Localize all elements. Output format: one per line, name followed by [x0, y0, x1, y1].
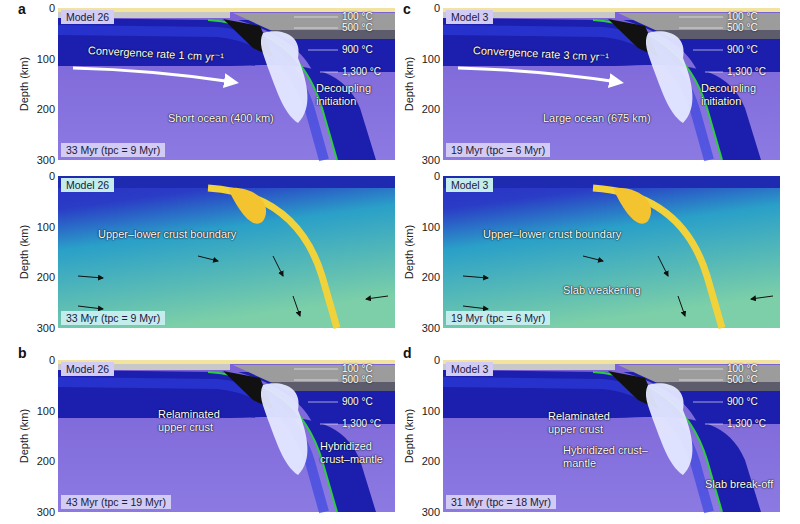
- annotation: Slab weakening: [563, 284, 641, 297]
- model-name: Model 26: [66, 11, 109, 23]
- time-box: 19 Myr (tpc = 6 Myr): [446, 311, 550, 325]
- isotherm-label: 1,300 °C: [727, 66, 766, 77]
- annotation: Short ocean (400 km): [168, 112, 274, 125]
- isotherm-label: 100 °C: [342, 363, 373, 374]
- convergence-arrow: [73, 68, 233, 82]
- panel-a: [58, 8, 395, 160]
- depth-tick: 200: [422, 103, 440, 115]
- depth-tick: 100: [37, 221, 55, 233]
- isotherm-label: 100 °C: [727, 11, 758, 22]
- axis-title: Depth (km): [18, 409, 30, 463]
- depth-tick: 100: [422, 405, 440, 417]
- isotherm-label: 1,300 °C: [727, 418, 766, 429]
- time-text: 19 Myr (tpc = 6 Myr): [451, 144, 545, 156]
- model-name: Model 3: [451, 11, 488, 23]
- annotation: Slab break-off: [705, 478, 773, 491]
- annotation: Hybridized crust–mantle: [563, 444, 653, 469]
- isotherm-label: 500 °C: [342, 22, 373, 33]
- depth-tick: 300: [422, 154, 440, 166]
- axis-title: Depth (km): [403, 225, 415, 279]
- model-box: Model 3: [446, 362, 493, 376]
- panel-a-strain: [58, 176, 395, 328]
- depth-tick: 200: [37, 271, 55, 283]
- annotation: Decoupling initiation: [701, 82, 771, 107]
- isotherm-label: 100 °C: [342, 11, 373, 22]
- time-text: 43 Myr (tpc = 19 Myr): [66, 496, 166, 508]
- isotherm-label: 900 °C: [727, 396, 758, 407]
- model-box: Model 3: [446, 10, 493, 24]
- depth-tick: 200: [37, 103, 55, 115]
- depth-tick: 0: [49, 354, 55, 366]
- time-box: 33 Myr (tpc = 9 Myr): [61, 143, 165, 157]
- panel-b: [58, 360, 395, 512]
- isotherm-label: 900 °C: [342, 44, 373, 55]
- convergence-arrow: [458, 68, 618, 82]
- model-name: Model 26: [66, 179, 109, 191]
- depth-tick: 0: [434, 354, 440, 366]
- depth-tick: 0: [49, 170, 55, 182]
- time-text: 19 Myr (tpc = 6 Myr): [451, 312, 545, 324]
- model-name: Model 26: [66, 363, 109, 375]
- depth-tick: 100: [422, 53, 440, 65]
- panel-letter: a: [18, 1, 26, 17]
- panel-d: [443, 360, 780, 512]
- time-box: 31 Myr (tpc = 18 Myr): [446, 495, 556, 509]
- isotherm-label: 500 °C: [342, 374, 373, 385]
- time-box: 43 Myr (tpc = 19 Myr): [61, 495, 171, 509]
- isotherm-label: 1,300 °C: [342, 66, 381, 77]
- time-text: 33 Myr (tpc = 9 Myr): [66, 312, 160, 324]
- annotation: Upper–lower crust boundary: [483, 228, 621, 241]
- annotation: Relaminated upper crust: [158, 408, 230, 433]
- isotherm-label: 500 °C: [727, 374, 758, 385]
- depth-tick: 300: [422, 506, 440, 518]
- model-box: Model 26: [61, 178, 114, 192]
- depth-tick: 0: [49, 2, 55, 14]
- panel-c-strain: [443, 176, 780, 328]
- depth-tick: 100: [422, 221, 440, 233]
- depth-tick: 200: [422, 271, 440, 283]
- depth-tick: 0: [434, 2, 440, 14]
- depth-tick: 0: [434, 170, 440, 182]
- panel-c: [443, 8, 780, 160]
- annotation: Hybridized crust–mantle: [320, 440, 390, 465]
- time-box: 19 Myr (tpc = 6 Myr): [446, 143, 550, 157]
- axis-title: Depth (km): [403, 57, 415, 111]
- annotation: Relaminated upper crust: [548, 410, 620, 435]
- depth-tick: 200: [422, 455, 440, 467]
- depth-tick: 300: [37, 154, 55, 166]
- panel-letter: c: [403, 1, 411, 17]
- annotation: Decoupling initiation: [316, 82, 386, 107]
- annotation: Large ocean (675 km): [543, 112, 651, 125]
- axis-title: Depth (km): [18, 57, 30, 111]
- time-text: 33 Myr (tpc = 9 Myr): [66, 144, 160, 156]
- isotherm-label: 900 °C: [342, 396, 373, 407]
- model-name: Model 3: [451, 179, 488, 191]
- isotherm-label: 500 °C: [727, 22, 758, 33]
- depth-tick: 300: [37, 322, 55, 334]
- model-name: Model 3: [451, 363, 488, 375]
- axis-title: Depth (km): [403, 409, 415, 463]
- model-box: Model 26: [61, 10, 114, 24]
- depth-tick: 300: [422, 322, 440, 334]
- annotation: Upper–lower crust boundary: [98, 228, 236, 241]
- depth-tick: 100: [37, 53, 55, 65]
- depth-tick: 100: [37, 405, 55, 417]
- isotherm-label: 1,300 °C: [342, 418, 381, 429]
- depth-tick: 300: [37, 506, 55, 518]
- panel-letter: d: [403, 345, 412, 361]
- time-box: 33 Myr (tpc = 9 Myr): [61, 311, 165, 325]
- time-text: 31 Myr (tpc = 18 Myr): [451, 496, 551, 508]
- axis-title: Depth (km): [18, 225, 30, 279]
- model-box: Model 3: [446, 178, 493, 192]
- panel-letter: b: [18, 345, 27, 361]
- isotherm-label: 100 °C: [727, 363, 758, 374]
- depth-tick: 200: [37, 455, 55, 467]
- model-box: Model 26: [61, 362, 114, 376]
- isotherm-label: 900 °C: [727, 44, 758, 55]
